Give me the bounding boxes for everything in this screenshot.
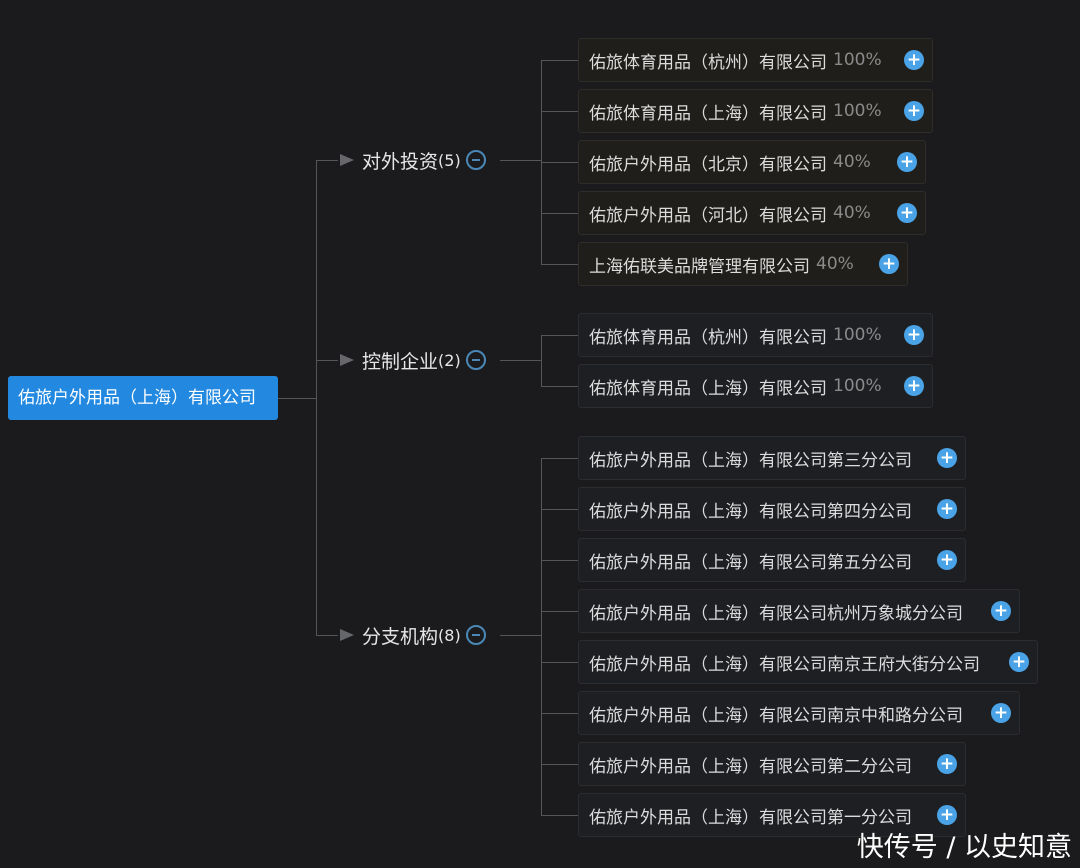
company-name: 佑旅户外用品（上海）有限公司第一分公司: [589, 807, 912, 828]
arrow-icon: [340, 629, 354, 641]
connector-line: [316, 160, 338, 161]
connector-line: [500, 160, 541, 161]
company-node[interactable]: 佑旅户外用品（上海）有限公司第五分公司 +: [578, 538, 966, 582]
connector-line: [500, 360, 541, 361]
expand-icon[interactable]: +: [937, 448, 957, 468]
connector-line: [541, 509, 578, 510]
company-node[interactable]: 佑旅户外用品（上海）有限公司第一分公司 +: [578, 793, 966, 837]
connector-line: [541, 335, 578, 336]
company-name: 佑旅户外用品（上海）有限公司南京中和路分公司: [589, 705, 963, 726]
collapse-icon[interactable]: [465, 150, 486, 170]
arrow-icon: [340, 154, 354, 166]
connector-line: [541, 713, 578, 714]
company-name: 佑旅户外用品（北京）有限公司: [589, 154, 827, 175]
expand-icon[interactable]: +: [897, 203, 917, 223]
connector-line: [541, 335, 542, 387]
connector-line: [316, 360, 338, 361]
category-label: 对外投资: [362, 150, 439, 173]
category-branches[interactable]: 分支机构(8): [340, 620, 486, 650]
expand-icon[interactable]: +: [904, 325, 924, 345]
company-node[interactable]: 佑旅户外用品（上海）有限公司第四分公司 +: [578, 487, 966, 531]
company-node[interactable]: 佑旅户外用品（上海）有限公司南京王府大街分公司 +: [578, 640, 1038, 684]
expand-icon[interactable]: +: [991, 703, 1011, 723]
company-node[interactable]: 上海佑联美品牌管理有限公司 40% +: [578, 242, 908, 286]
category-controlled[interactable]: 控制企业(2): [340, 345, 486, 375]
company-name: 佑旅户外用品（河北）有限公司: [589, 205, 827, 226]
arrow-icon: [340, 354, 354, 366]
expand-icon[interactable]: +: [879, 254, 899, 274]
category-count: (8): [438, 625, 461, 645]
company-node[interactable]: 佑旅户外用品（北京）有限公司 40% +: [578, 140, 926, 184]
expand-icon[interactable]: +: [904, 50, 924, 70]
company-node[interactable]: 佑旅户外用品（上海）有限公司南京中和路分公司 +: [578, 691, 1020, 735]
connector-line: [541, 162, 578, 163]
connector-line: [541, 264, 578, 265]
company-node[interactable]: 佑旅户外用品（上海）有限公司杭州万象城分公司 +: [578, 589, 1020, 633]
expand-icon[interactable]: +: [937, 499, 957, 519]
company-name: 佑旅体育用品（上海）有限公司: [589, 103, 827, 124]
category-label: 控制企业: [362, 350, 439, 373]
expand-icon[interactable]: +: [897, 152, 917, 172]
category-investments[interactable]: 对外投资(5): [340, 145, 486, 175]
connector-line: [278, 398, 316, 399]
connector-line: [541, 111, 578, 112]
share-percent: 100%: [833, 101, 882, 121]
company-name: 佑旅户外用品（上海）有限公司第三分公司: [589, 450, 912, 471]
expand-icon[interactable]: +: [991, 601, 1011, 621]
connector-line: [541, 611, 578, 612]
company-name: 佑旅户外用品（上海）有限公司杭州万象城分公司: [589, 603, 963, 624]
connector-line: [541, 815, 578, 816]
company-name: 上海佑联美品牌管理有限公司: [589, 256, 810, 277]
connector-line: [541, 386, 578, 387]
share-percent: 40%: [833, 203, 871, 223]
expand-icon[interactable]: +: [937, 754, 957, 774]
category-count: (5): [438, 150, 461, 170]
company-node[interactable]: 佑旅体育用品（上海）有限公司 100% +: [578, 89, 933, 133]
company-name: 佑旅户外用品（上海）有限公司第四分公司: [589, 501, 912, 522]
connector-line: [500, 635, 541, 636]
connector-line: [541, 560, 578, 561]
connector-line: [541, 458, 578, 459]
company-name: 佑旅体育用品（杭州）有限公司: [589, 52, 827, 73]
connector-line: [541, 764, 578, 765]
share-percent: 100%: [833, 325, 882, 345]
connector-line: [316, 635, 338, 636]
company-name: 佑旅户外用品（上海）有限公司南京王府大街分公司: [589, 654, 980, 675]
category-label: 分支机构: [362, 625, 439, 648]
expand-icon[interactable]: +: [937, 805, 957, 825]
company-name: 佑旅户外用品（上海）有限公司第二分公司: [589, 756, 912, 777]
company-node[interactable]: 佑旅体育用品（上海）有限公司 100% +: [578, 364, 933, 408]
collapse-icon[interactable]: [465, 625, 486, 645]
share-percent: 100%: [833, 376, 882, 396]
company-name: 佑旅体育用品（杭州）有限公司: [589, 327, 827, 348]
connector-line: [541, 662, 578, 663]
company-name: 佑旅体育用品（上海）有限公司: [589, 378, 827, 399]
connector-line: [316, 160, 317, 636]
collapse-icon[interactable]: [465, 350, 486, 370]
share-percent: 40%: [816, 254, 854, 274]
company-node[interactable]: 佑旅体育用品（杭州）有限公司 100% +: [578, 38, 933, 82]
expand-icon[interactable]: +: [1009, 652, 1029, 672]
expand-icon[interactable]: +: [937, 550, 957, 570]
share-percent: 40%: [833, 152, 871, 172]
company-name: 佑旅户外用品（上海）有限公司第五分公司: [589, 552, 912, 573]
share-percent: 100%: [833, 50, 882, 70]
category-count: (2): [438, 350, 461, 370]
expand-icon[interactable]: +: [904, 101, 924, 121]
company-node[interactable]: 佑旅户外用品（上海）有限公司第三分公司 +: [578, 436, 966, 480]
watermark: 快传号 / 以史知意: [856, 832, 1072, 863]
root-company-node[interactable]: 佑旅户外用品（上海）有限公司: [8, 376, 278, 420]
expand-icon[interactable]: +: [904, 376, 924, 396]
connector-line: [541, 213, 578, 214]
company-node[interactable]: 佑旅体育用品（杭州）有限公司 100% +: [578, 313, 933, 357]
connector-line: [541, 60, 578, 61]
connector-line: [541, 458, 542, 816]
company-node[interactable]: 佑旅户外用品（河北）有限公司 40% +: [578, 191, 926, 235]
company-node[interactable]: 佑旅户外用品（上海）有限公司第二分公司 +: [578, 742, 966, 786]
